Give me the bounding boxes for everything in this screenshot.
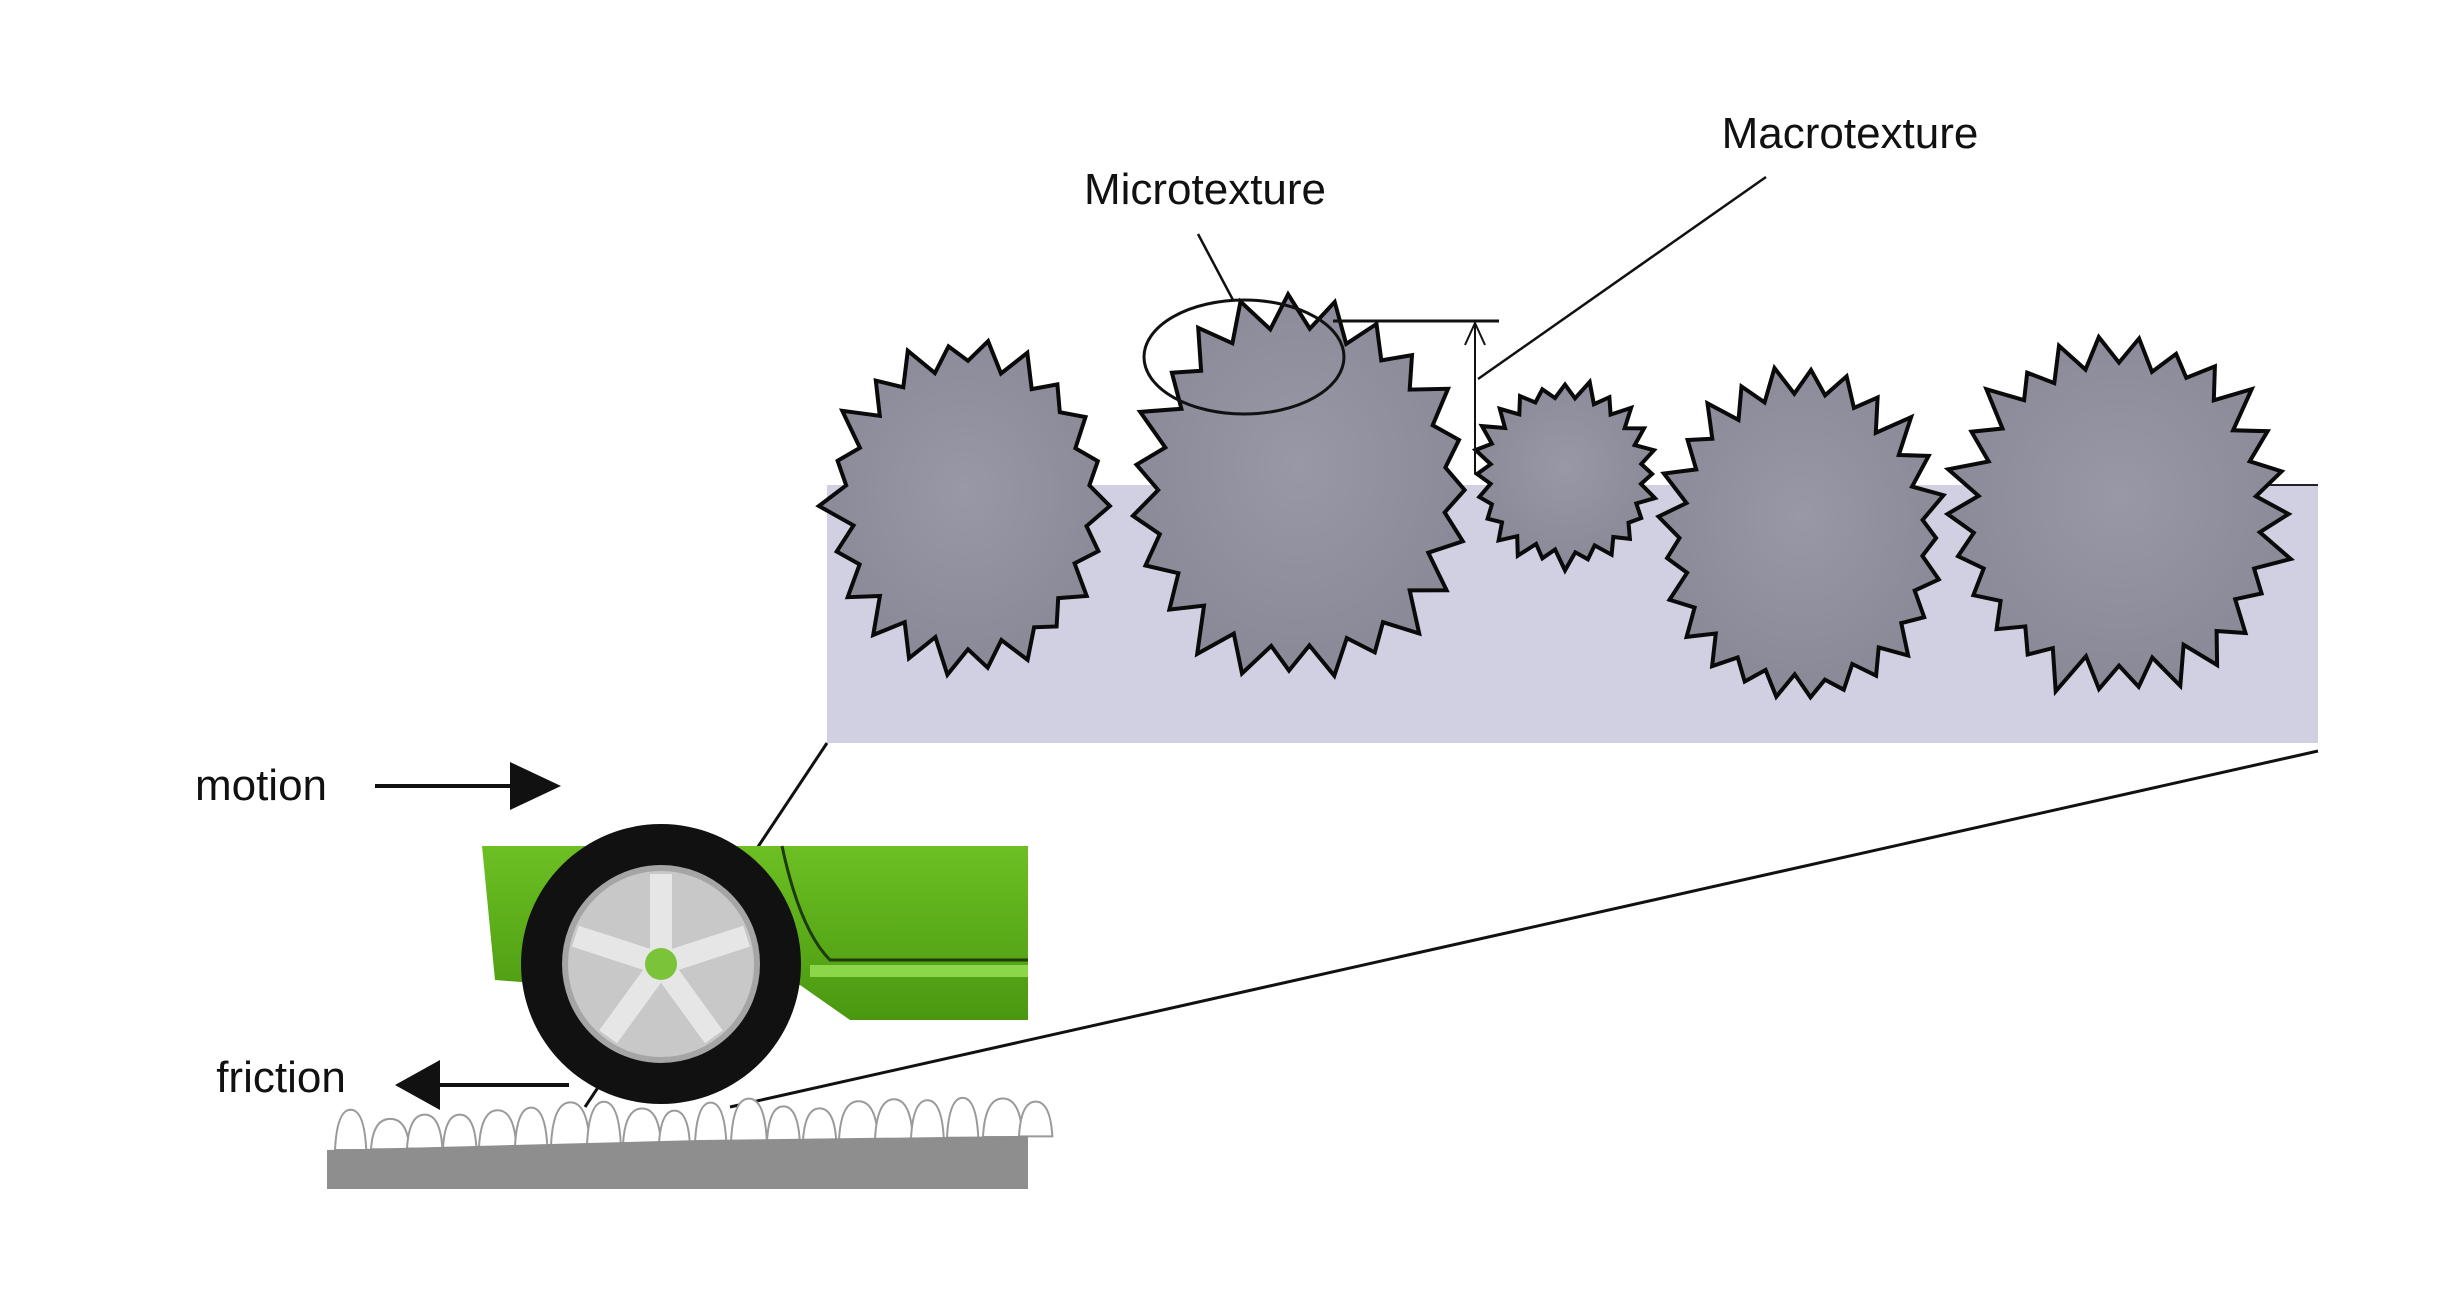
- road-stone: [333, 1108, 368, 1151]
- road-stone: [909, 1099, 945, 1140]
- road-stone: [837, 1100, 880, 1141]
- road-stone: [693, 1101, 728, 1144]
- road-stone: [873, 1098, 914, 1141]
- macrotexture-leader: [1477, 175, 1767, 381]
- road-stone: [1017, 1100, 1054, 1138]
- road-stone: [621, 1107, 663, 1146]
- aggregate-particle: [1943, 333, 2295, 697]
- road-stone: [477, 1109, 518, 1149]
- wheel-hub: [645, 948, 677, 980]
- road-stone: [369, 1117, 411, 1151]
- road-base: [327, 1136, 1028, 1189]
- road-stone: [585, 1100, 622, 1146]
- road-stone: [657, 1109, 691, 1145]
- aggregate-particle: [1655, 363, 1948, 701]
- road-stone: [765, 1105, 801, 1143]
- aggregate-particles: [815, 290, 2295, 701]
- road-stone: [729, 1097, 768, 1144]
- road-stone: [405, 1113, 444, 1150]
- microtexture-leader: [1196, 233, 1235, 301]
- zoom-line-right: [729, 749, 2319, 1109]
- rim-edge: [562, 865, 760, 1063]
- microtexture-circle: [1142, 298, 1346, 416]
- car-door-line: [780, 845, 1028, 962]
- friction-label: friction: [216, 1053, 346, 1102]
- car: [482, 824, 1028, 1104]
- microtexture-label: Microtexture: [1084, 165, 1326, 214]
- road-stone: [981, 1097, 1024, 1139]
- macrotexture-label: Macrotexture: [1722, 109, 1979, 158]
- friction-arrow-icon: [395, 1060, 440, 1110]
- road-stone: [513, 1106, 549, 1148]
- road-stone: [945, 1096, 980, 1139]
- road-stone: [441, 1113, 478, 1149]
- motion-arrow-icon: [510, 762, 561, 810]
- aggregate-particle: [1471, 377, 1659, 575]
- road-stone: [801, 1107, 838, 1142]
- aggregate-particle: [815, 337, 1113, 679]
- road: [327, 1096, 1054, 1189]
- car-sill: [810, 965, 1028, 977]
- motion-label: motion: [195, 761, 327, 810]
- arrowhead-icon: [1464, 320, 1486, 346]
- road-stones: [333, 1096, 1054, 1151]
- road-stone: [549, 1101, 591, 1147]
- aggregate-particle: [1129, 290, 1468, 680]
